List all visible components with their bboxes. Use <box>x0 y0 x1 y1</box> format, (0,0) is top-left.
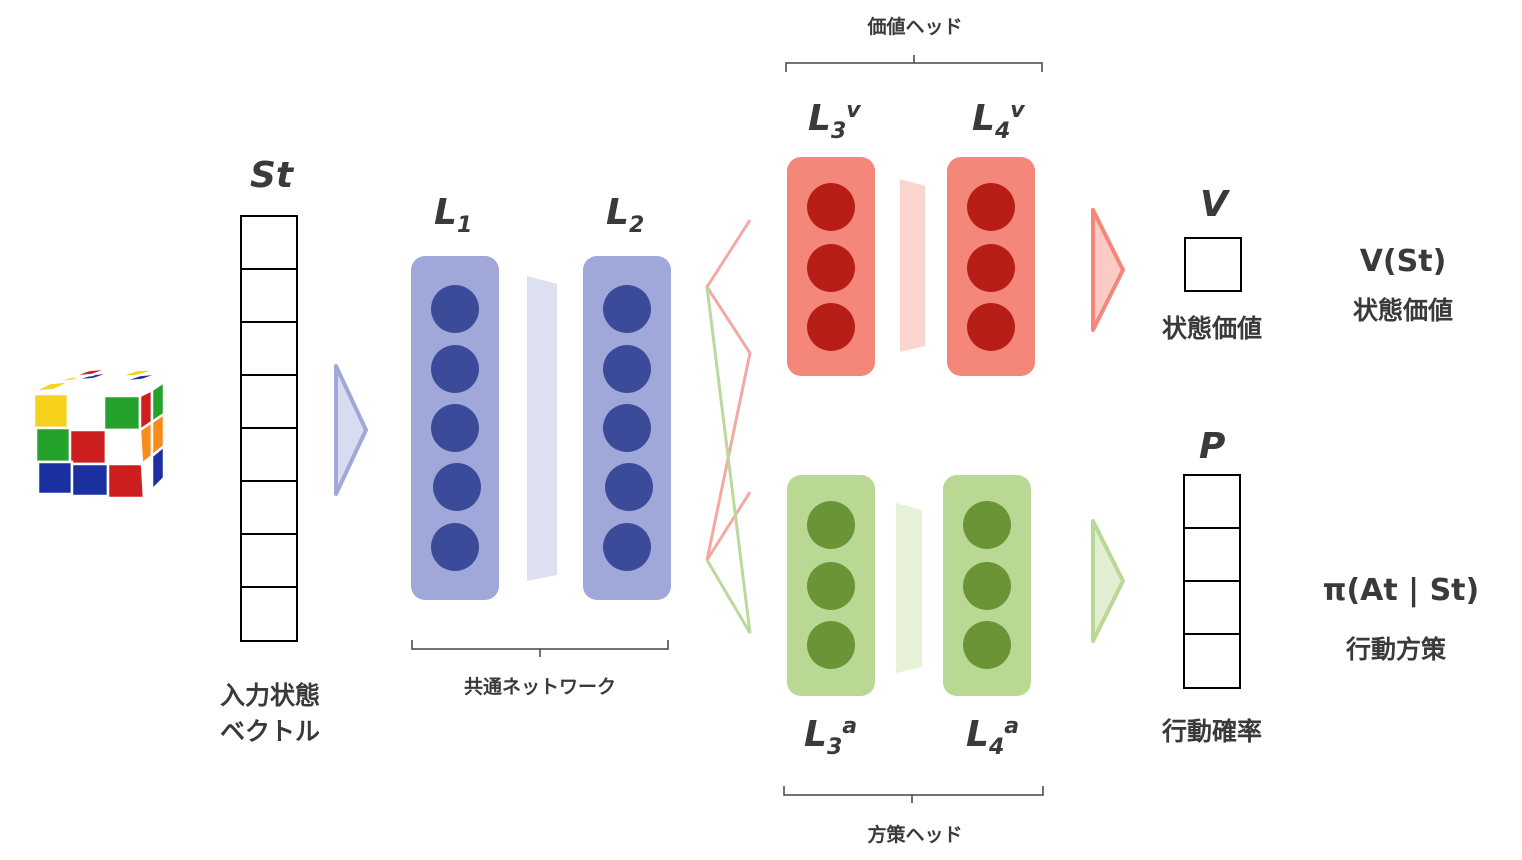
policy-node <box>963 621 1011 669</box>
layer-label-l4v: L4v <box>972 98 1025 145</box>
value-node <box>807 183 855 231</box>
shared-connection <box>527 276 557 581</box>
shared-network-label: 共通ネットワーク <box>463 676 616 698</box>
shared-node <box>603 285 651 333</box>
input-state-vector <box>240 215 298 642</box>
value-node <box>807 303 855 351</box>
value-node <box>967 303 1015 351</box>
policy-head-label: 方策ヘッド <box>867 824 963 846</box>
policy-connection <box>896 503 922 673</box>
shared-node <box>431 404 479 452</box>
policy-node <box>807 621 855 669</box>
rubiks-cube-icon <box>31 366 166 501</box>
policy-formula-caption: 行動方策 <box>1345 635 1446 664</box>
policy-arrow <box>1091 519 1125 643</box>
layer-label-l3v: L3v <box>808 98 861 145</box>
shared-node <box>431 285 479 333</box>
value-output-box <box>1184 237 1242 292</box>
policy-branch <box>705 286 752 634</box>
policy-caption: 行動確率 <box>1161 717 1262 746</box>
value-formula-caption: 状態価値 <box>1352 296 1453 325</box>
value-layer-l3 <box>787 157 875 376</box>
layer-label-l2: L2 <box>606 192 645 239</box>
value-head-label: 価値ヘッド <box>867 16 963 38</box>
value-node <box>967 183 1015 231</box>
input-caption-line2: ベクトル <box>219 717 320 746</box>
layer-label-l4a: L4a <box>966 714 1020 761</box>
shared-layer-l2 <box>583 256 671 600</box>
policy-symbol: P <box>1199 426 1226 467</box>
shared-node <box>603 523 651 571</box>
value-node <box>967 244 1015 292</box>
input-arrow <box>334 364 368 496</box>
policy-node <box>807 562 855 610</box>
layer-label-l3a: L3a <box>804 714 858 761</box>
policy-layer-l4 <box>943 475 1031 696</box>
shared-node <box>431 345 479 393</box>
value-symbol: V <box>1200 184 1228 225</box>
value-formula: V(St) <box>1359 244 1447 279</box>
value-caption: 状態価値 <box>1161 314 1262 343</box>
policy-head-brace <box>783 786 1044 803</box>
policy-node <box>963 501 1011 549</box>
shared-node <box>603 345 651 393</box>
policy-node <box>963 562 1011 610</box>
policy-layer-l3 <box>787 475 875 696</box>
policy-node <box>807 501 855 549</box>
state-symbol: St <box>250 155 294 196</box>
shared-network-brace <box>411 640 669 657</box>
shared-node <box>431 523 479 571</box>
value-layer-l4 <box>947 157 1035 376</box>
value-connection <box>900 179 925 352</box>
value-head-brace <box>785 55 1043 72</box>
shared-layer-l1 <box>411 256 499 600</box>
value-branch <box>705 219 752 561</box>
value-arrow <box>1091 208 1125 332</box>
shared-node <box>603 404 651 452</box>
layer-label-l1: L1 <box>434 192 473 239</box>
value-node <box>807 244 855 292</box>
input-caption: 入力状態 ベクトル <box>205 678 335 750</box>
input-caption-line1: 入力状態 <box>219 681 320 710</box>
shared-node <box>605 463 653 511</box>
policy-output-vector <box>1183 474 1241 689</box>
shared-node <box>433 463 481 511</box>
policy-formula: π(At | St) <box>1322 573 1480 608</box>
